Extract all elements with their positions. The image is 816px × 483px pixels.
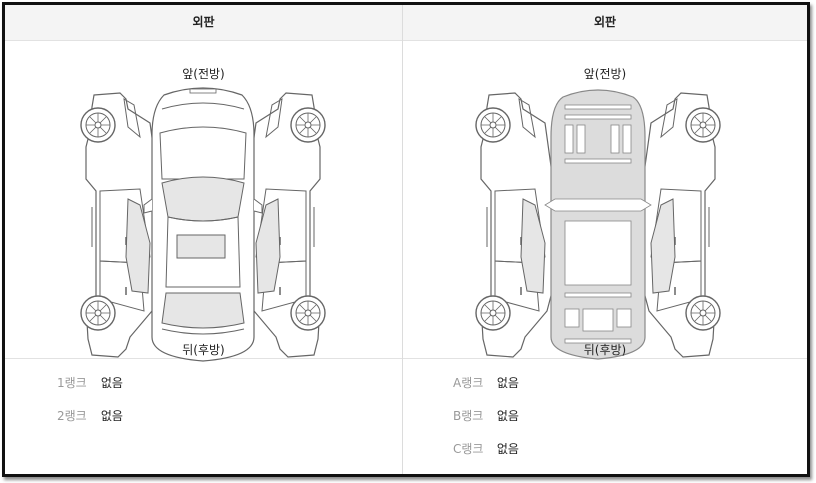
rear-label: 뒤(후방) [182,343,225,357]
car-top-view[interactable] [143,87,263,362]
rank-value: 없음 [496,409,519,423]
rank-list: 1랭크 없음 2랭크 없음 [5,359,402,441]
inspection-frame: 외판 앞(전방) [2,2,810,477]
exterior-panel-left: 외판 앞(전방) [5,5,403,474]
rank-row-a: A랭크 없음 [403,375,807,408]
car-frame-top-view[interactable] [544,89,652,360]
rank-name: 1랭크 [57,376,87,390]
car-left-side-view[interactable] [80,92,163,358]
rank-name: A랭크 [453,376,484,390]
rear-label: 뒤(후방) [583,343,627,357]
diagram-area: 앞(전방) 뒤(후방) [5,41,402,362]
rank-value: 없음 [100,409,123,423]
rank-name: 2랭크 [57,409,87,423]
diagram-area: 앞(전방) [403,41,807,360]
car-exterior-diagram [80,87,326,362]
front-label: 앞(전방) [583,67,627,81]
rank-row-1: 1랭크 없음 [5,375,402,408]
rank-row-b: B랭크 없음 [403,408,807,441]
rank-value: 없음 [496,442,519,456]
car-right-side-view[interactable] [638,92,721,358]
rank-row-c: C랭크 없음 [403,441,807,474]
car-frame-diagram [475,89,721,360]
car-left-side-view[interactable] [475,92,558,358]
rank-value: 없음 [496,376,519,390]
rank-name: C랭크 [453,442,484,456]
panel-header: 외판 [5,5,402,41]
rank-row-2: 2랭크 없음 [5,408,402,441]
rank-list: A랭크 없음 B랭크 없음 C랭크 없음 [403,359,807,474]
front-label: 앞(전방) [182,67,225,81]
car-right-side-view[interactable] [243,92,326,358]
rank-name: B랭크 [453,409,484,423]
exterior-panel-right: 외판 앞(전방) [403,5,807,474]
rank-value: 없음 [100,376,123,390]
panel-header: 외판 [403,5,807,41]
